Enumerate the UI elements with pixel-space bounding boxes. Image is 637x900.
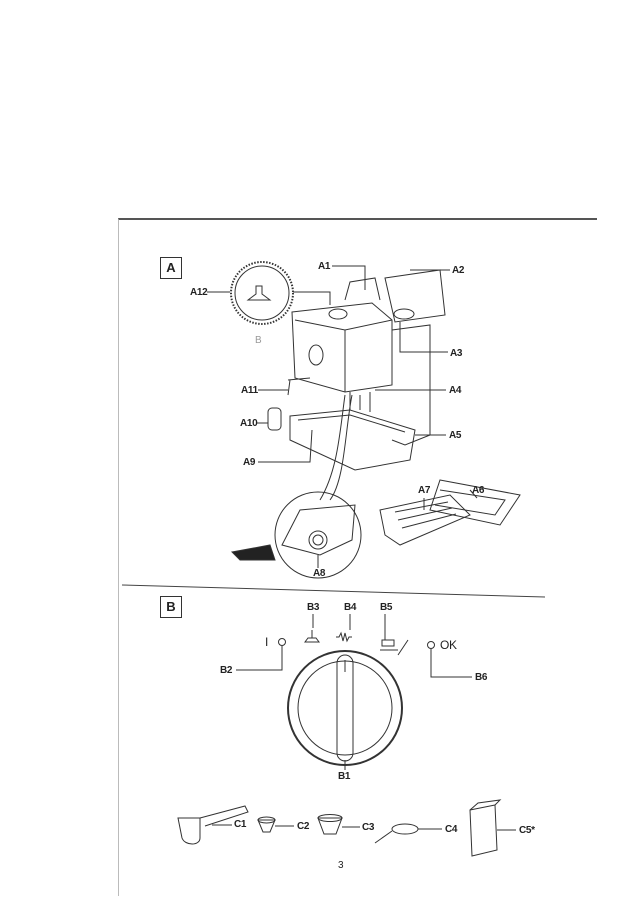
label-a8: A8 (313, 568, 326, 579)
label-a2: A2 (452, 265, 465, 276)
c-leader-lines (212, 824, 516, 831)
label-a10: A10 (240, 418, 258, 429)
label-c3: C3 (362, 822, 375, 833)
label-b4: B4 (344, 602, 357, 613)
label-c1: C1 (234, 819, 247, 830)
section-a-label: A (160, 257, 182, 279)
label-c4: C4 (445, 824, 458, 835)
a8-detail-drawing (230, 491, 362, 579)
section-divider (121, 584, 546, 598)
a12-dial-drawing (230, 261, 294, 325)
b-leader-lines (236, 614, 472, 770)
label-b5: B5 (380, 602, 393, 613)
label-c5: C5* (519, 825, 535, 836)
power-on-symbol: I (265, 635, 269, 649)
label-b3: B3 (307, 602, 320, 613)
label-b1: B1 (338, 771, 351, 782)
coffee-machine-drawing (267, 269, 446, 501)
label-a12: A12 (190, 287, 208, 298)
label-a7: A7 (418, 485, 431, 496)
label-a11: A11 (241, 385, 258, 396)
ok-label: OK (440, 638, 457, 652)
drip-tray-drawings (379, 479, 521, 546)
label-a4: A4 (449, 385, 462, 396)
b-selector-dial-drawing (278, 630, 435, 766)
label-b-dial: B (255, 335, 262, 346)
label-a9: A9 (243, 457, 256, 468)
page-number: 3 (338, 860, 344, 871)
label-c2: C2 (297, 821, 310, 832)
manual-page (118, 218, 597, 896)
label-b6: B6 (475, 672, 488, 683)
label-a1: A1 (318, 261, 331, 272)
label-a6: A6 (472, 485, 485, 496)
label-b2: B2 (220, 665, 233, 676)
label-a5: A5 (449, 430, 462, 441)
a-leader-lines (207, 265, 478, 568)
label-a3: A3 (450, 348, 463, 359)
section-b-label: B (160, 596, 182, 618)
